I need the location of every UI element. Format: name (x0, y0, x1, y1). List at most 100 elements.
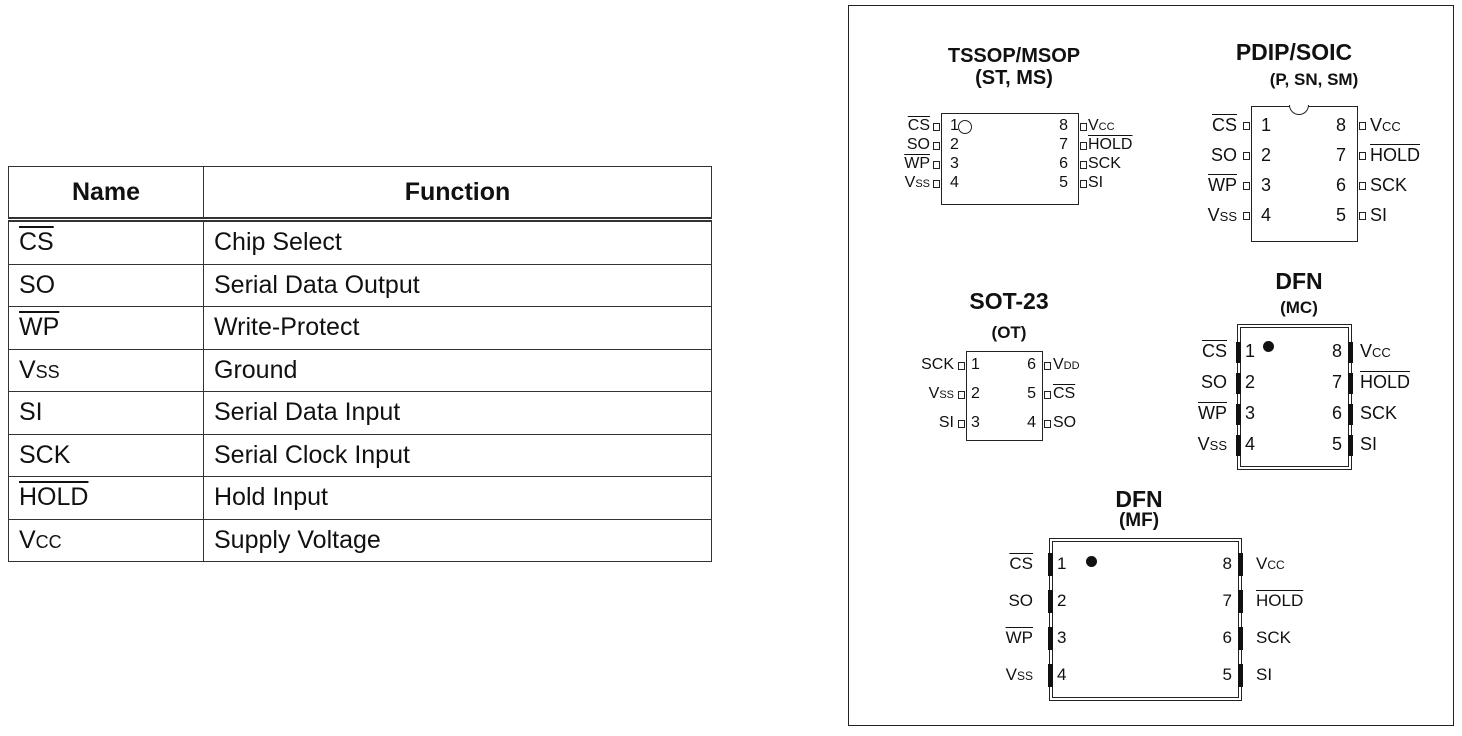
tssop-lead (1080, 161, 1087, 169)
dfn_mc-pin-label: WP (1198, 403, 1227, 424)
dfn_mf-pin-number: 3 (1057, 627, 1067, 647)
dfn_mc-pin-label: Vss (1197, 434, 1227, 455)
sot23-lead (958, 391, 965, 399)
pdip-lead (1243, 152, 1250, 160)
pdip-pin-number: 4 (1261, 205, 1272, 226)
pdip-pin-number: 3 (1261, 175, 1272, 196)
tssop-pin-number: 6 (1059, 155, 1068, 173)
pdip-subtitle: (P, SN, SM) (1269, 70, 1359, 89)
sot23-pin-label: CS (1053, 385, 1076, 403)
pin-name-cell: SCK (8, 434, 204, 477)
pdip-lead (1243, 182, 1250, 190)
tssop-pin-number: 8 (1059, 117, 1068, 135)
dfn_mc-pin-number: 3 (1245, 403, 1256, 424)
dfn_mc-pin-label: HOLD (1360, 372, 1411, 393)
sot23-pin-number: 4 (1027, 414, 1036, 432)
dfn_mf-pin-number: 2 (1057, 590, 1067, 610)
dfn_mf-pad (1238, 626, 1243, 650)
tssop-lead (933, 123, 940, 131)
dfn_mc-pin-number: 1 (1245, 341, 1256, 362)
dfn_mc-pin1-mark (1263, 341, 1274, 352)
sot23-subtitle: (OT) (991, 323, 1027, 342)
pdip-pin-number: 5 (1335, 205, 1346, 226)
sot23-pin-number: 1 (971, 356, 980, 374)
dfn_mc-pin-number: 5 (1331, 434, 1342, 455)
dfn_mf-pin-label: SO (1008, 590, 1033, 610)
dfn_mc-pad (1236, 403, 1241, 425)
pin-function-cell: Hold Input (203, 476, 712, 520)
dfn_mc-pad (1348, 341, 1353, 363)
pdip-pin-label: SCK (1370, 175, 1408, 196)
dfn-mc-title: DFN (1275, 268, 1323, 294)
sot23-lead (1044, 362, 1051, 370)
sot23-lead (958, 420, 965, 428)
dfn_mc-pad (1348, 434, 1353, 456)
pin-name-cell: CS (8, 219, 204, 265)
dfn_mc-pad (1236, 341, 1241, 363)
dfn_mf-pin-label: SI (1256, 664, 1273, 684)
sot23-pin-number: 3 (971, 414, 980, 432)
pdip-lead (1359, 122, 1366, 130)
sot23-pin-label: Vdd (1053, 356, 1080, 374)
pdip-lead (1359, 152, 1366, 160)
dfn_mf-pin-label: WP (1005, 627, 1033, 647)
dfn_mc-pin-number: 8 (1331, 341, 1342, 362)
tssop-pin-label: SO (906, 136, 930, 154)
dfn_mc-pad (1348, 403, 1353, 425)
dfn_mc-pin-label: Vcc (1360, 341, 1391, 362)
pdip-lead (1243, 212, 1250, 220)
dfn_mf-pin-number: 5 (1222, 664, 1232, 684)
sot23-chip-body (966, 351, 1043, 441)
dfn_mf-pin1-mark (1086, 556, 1097, 567)
dfn-mf-title: DFN (1115, 486, 1163, 512)
pdip-pin-number: 7 (1335, 145, 1346, 166)
tssop-pin-label: WP (904, 155, 930, 173)
sot23-lead (958, 362, 965, 370)
sot23-pin-number: 6 (1027, 356, 1036, 374)
tssop-lead (1080, 180, 1087, 188)
tssop-lead (933, 180, 940, 188)
tssop-pin-number: 7 (1059, 136, 1068, 154)
dfn_mc-pin-number: 6 (1331, 403, 1342, 424)
sot23-pin-label: Vss (928, 385, 954, 403)
dfn_mf-pin-number: 4 (1057, 664, 1067, 684)
pin-name-cell: Vcc (8, 519, 204, 562)
pin-name-cell: HOLD (8, 476, 204, 520)
dfn_mf-pin-label: Vcc (1256, 553, 1285, 573)
tssop-lead (1080, 123, 1087, 131)
tssop-pin-label: SCK (1088, 155, 1121, 173)
pin-function-cell: Serial Data Output (203, 264, 712, 307)
pin-name-cell: WP (8, 306, 204, 350)
pdip-pin-label: WP (1208, 175, 1237, 196)
dfn-mc-subtitle: (MC) (1280, 298, 1318, 317)
pdip-pin-label: Vss (1207, 205, 1237, 226)
dfn_mf-pin-number: 6 (1222, 627, 1232, 647)
dfn_mc-pin-number: 7 (1331, 372, 1342, 393)
sot23-lead (1044, 420, 1051, 428)
dfn_mf-pin-label: HOLD (1256, 590, 1304, 610)
sot23-lead (1044, 391, 1051, 399)
tssop-pin-number: 2 (950, 136, 959, 154)
tssop-title: TSSOP/MSOP (947, 45, 1081, 67)
dfn_mf-pin-number: 1 (1057, 553, 1067, 573)
sot23-title: SOT-23 (969, 288, 1049, 314)
tssop-lead (933, 142, 940, 150)
dfn_mf-pad (1048, 626, 1053, 650)
tssop-pin-label: SI (1088, 174, 1104, 192)
pin-name-cell: SI (8, 391, 204, 435)
pin-function-cell: Serial Data Input (203, 391, 712, 435)
dfn_mf-pin-number: 8 (1222, 553, 1232, 573)
sot23-pin-number: 2 (971, 385, 980, 403)
pdip-pin-number: 8 (1335, 115, 1346, 136)
tssop-pin-number: 5 (1059, 174, 1068, 192)
pdip-pin-label: Vcc (1370, 115, 1401, 136)
tssop-pin-label: HOLD (1088, 136, 1133, 154)
dfn_mc-pin-number: 4 (1245, 434, 1256, 455)
dfn_mc-chip-body (1237, 324, 1352, 470)
pdip-pin-label: SI (1370, 205, 1388, 226)
tssop-pin-number: 4 (950, 174, 959, 192)
dfn_mc-pad (1348, 372, 1353, 394)
